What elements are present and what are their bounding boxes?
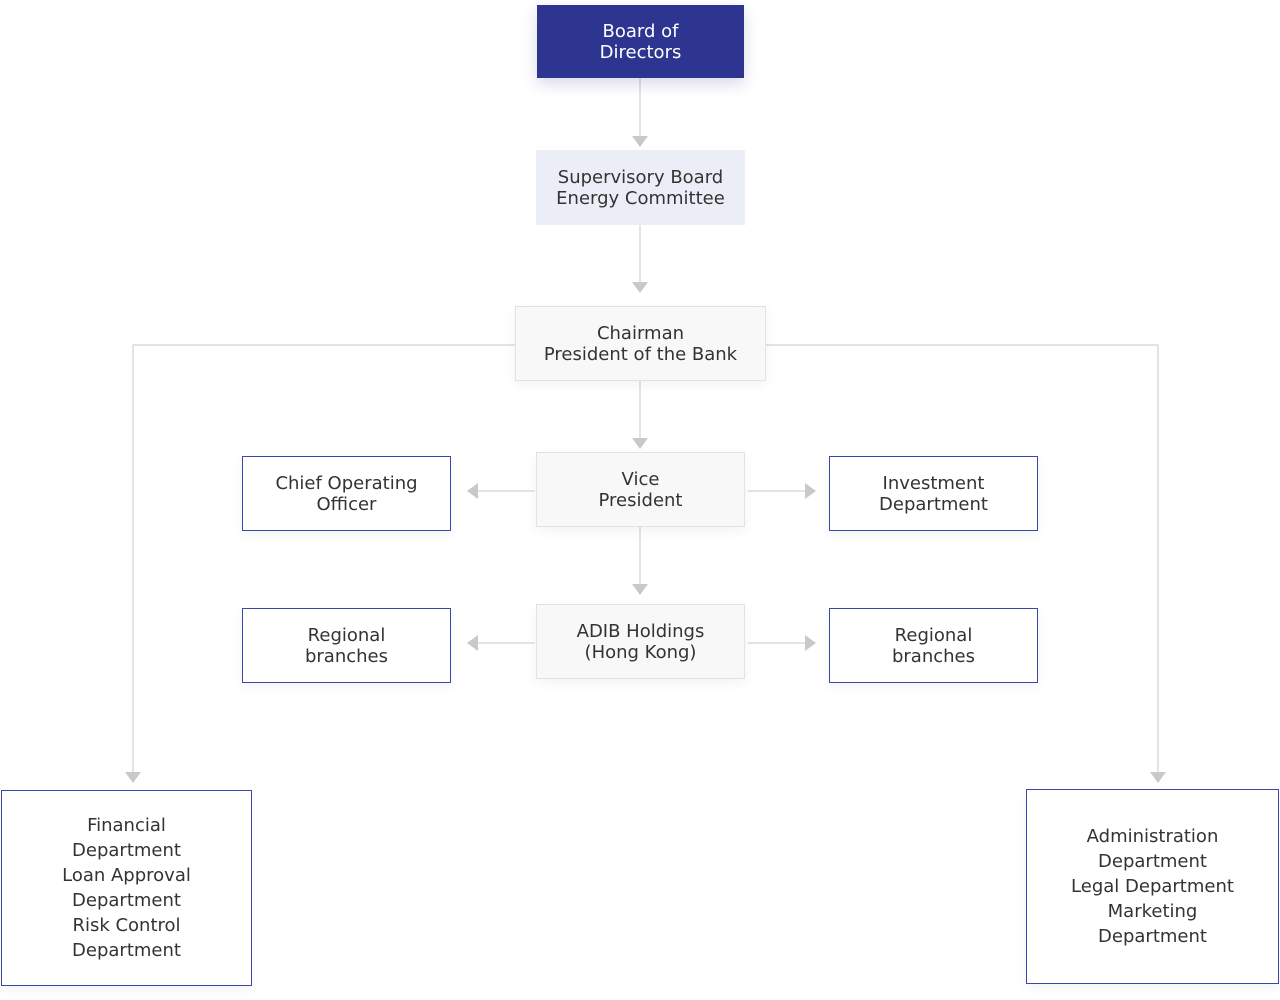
- investment-department-node: Investment Department: [829, 456, 1038, 531]
- adib-holdings-node: ADIB Holdings (Hong Kong): [536, 604, 745, 679]
- arrowhead-left-icon: [467, 635, 478, 651]
- node-label-line: Department: [1098, 926, 1207, 947]
- regional-branches-right-node: Regional branches: [829, 608, 1038, 683]
- node-label-line: (Hong Kong): [584, 641, 697, 663]
- node-label-line: Legal Department: [1071, 876, 1234, 897]
- node-label-line: branches: [891, 645, 976, 667]
- arrowhead-down-icon: [632, 282, 648, 293]
- node-label-line: Chairman: [596, 322, 685, 344]
- arrowhead-down-icon: [632, 584, 648, 595]
- node-label-line: Department: [72, 840, 181, 861]
- node-label-line: Vice: [621, 468, 660, 490]
- connector-chairman-administration: [765, 344, 1159, 772]
- administration-department-node: Administration Department Legal Departme…: [1026, 789, 1279, 984]
- node-label-line: branches: [304, 645, 389, 667]
- node-label-line: Department: [879, 493, 988, 515]
- node-label-line: Risk Control: [72, 915, 181, 936]
- arrowhead-down-icon: [632, 438, 648, 449]
- vice-president-node: Vice President: [536, 452, 745, 527]
- node-label-line: Regional: [894, 624, 973, 646]
- node-label-line: Administration: [1086, 826, 1219, 847]
- arrowhead-down-icon: [632, 136, 648, 147]
- node-label-line: Directors: [599, 41, 682, 63]
- node-label-line: Regional: [307, 624, 386, 646]
- node-label-line: President of the Bank: [543, 343, 738, 365]
- node-label-line: Marketing: [1107, 901, 1198, 922]
- node-label-line: Department: [72, 890, 181, 911]
- arrowhead-right-icon: [805, 635, 816, 651]
- board-of-directors-node: Board of Directors: [537, 5, 744, 78]
- regional-branches-left-node: Regional branches: [242, 608, 451, 683]
- connector-chairman-financial: [132, 344, 515, 772]
- chief-operating-officer-node: Chief Operating Officer: [242, 456, 451, 531]
- node-label-line: Board of: [602, 20, 679, 42]
- node-label-line: Officer: [316, 493, 377, 515]
- arrowhead-right-icon: [805, 483, 816, 499]
- node-label-line: ADIB Holdings: [576, 620, 705, 642]
- arrowhead-down-icon: [125, 772, 141, 783]
- node-label-line: Supervisory Board: [557, 166, 724, 188]
- node-label-line: Loan Approval: [62, 865, 191, 886]
- arrowhead-left-icon: [467, 483, 478, 499]
- supervisory-board-node: Supervisory Board Energy Committee: [536, 150, 745, 225]
- arrowhead-down-icon: [1150, 772, 1166, 783]
- node-label-line: Department: [72, 940, 181, 961]
- node-label-line: Energy Committee: [556, 187, 725, 209]
- financial-department-node: Financial Department Loan Approval Depar…: [1, 790, 252, 986]
- node-label-line: Department: [1098, 851, 1207, 872]
- chairman-node: Chairman President of the Bank: [515, 306, 766, 381]
- node-label-line: President: [598, 489, 683, 511]
- node-label-line: Chief Operating: [275, 472, 418, 494]
- node-label-line: Financial: [87, 815, 166, 836]
- node-label-line: Investment: [882, 472, 985, 494]
